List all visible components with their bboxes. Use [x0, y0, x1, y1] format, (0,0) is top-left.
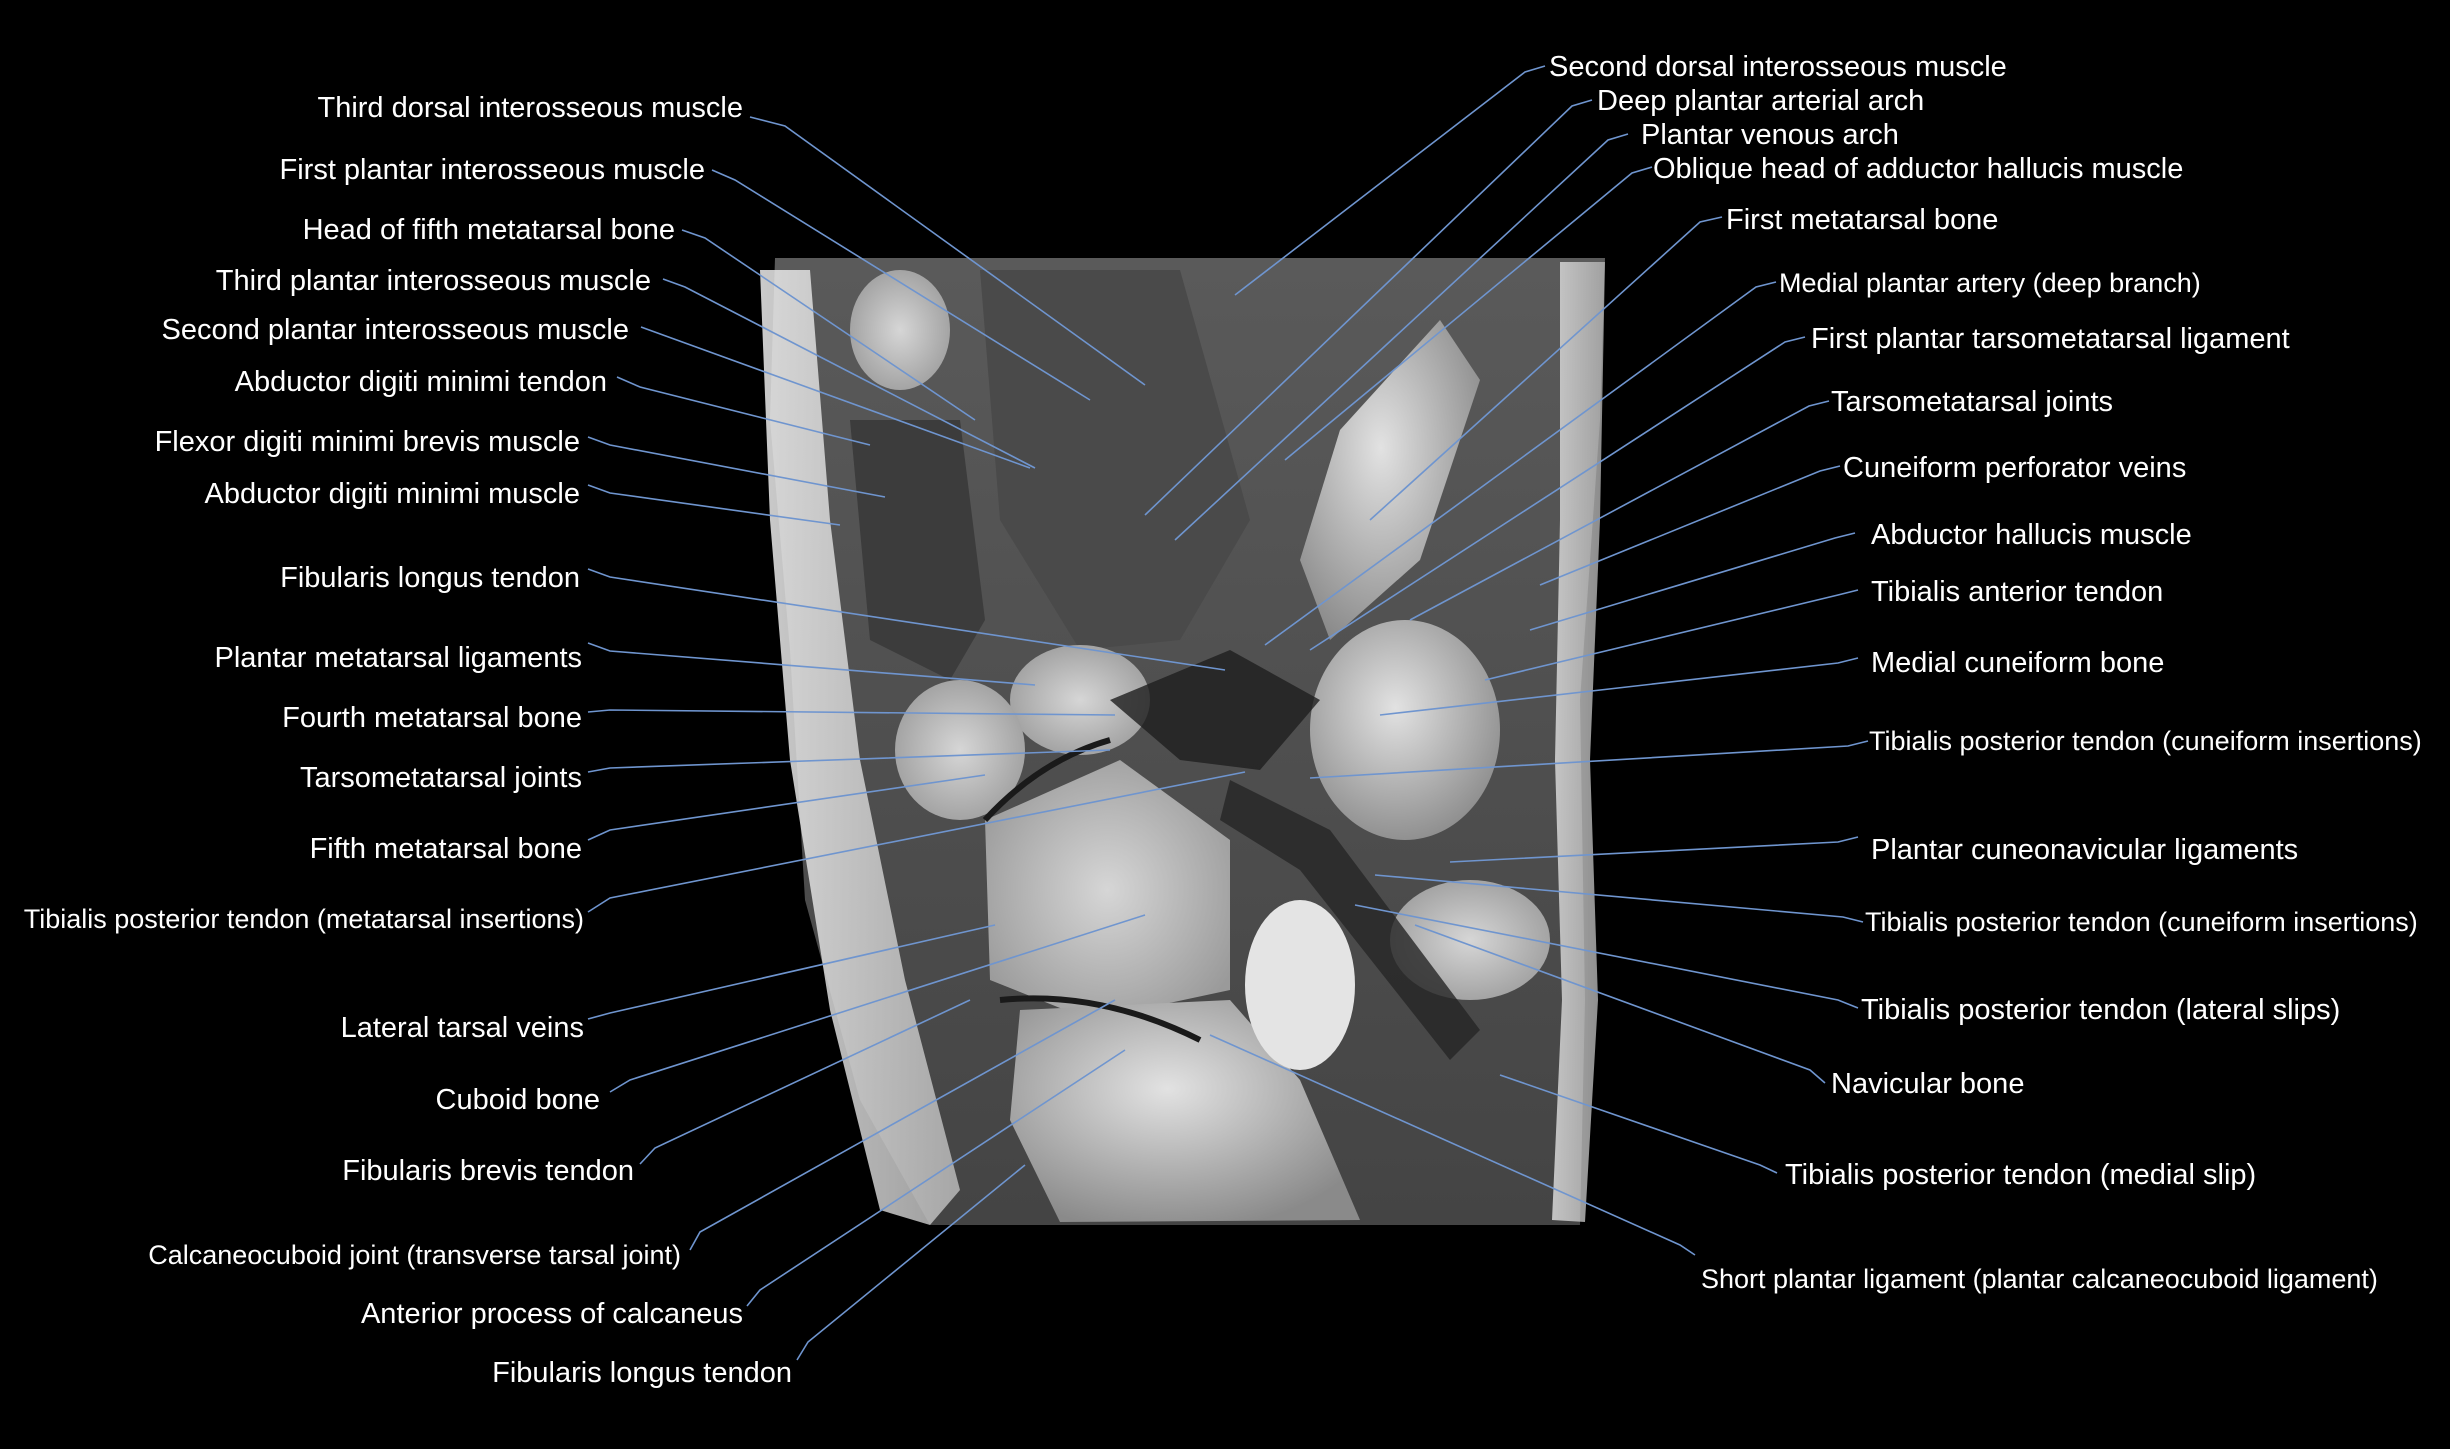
leader-line	[587, 484, 841, 526]
right-labels: Second dorsal interosseous muscle Deep p…	[1549, 51, 2422, 1294]
label-first-plantar-interosseous-muscle: First plantar interosseous muscle	[280, 154, 706, 186]
leader-line	[1354, 904, 1859, 1009]
leader-line	[681, 229, 976, 421]
leader-line	[662, 278, 1036, 469]
leader-line	[1369, 216, 1723, 521]
label-tarsometatarsal-joints-right: Tarsometatarsal joints	[1831, 386, 2113, 418]
leader-line	[1309, 740, 1869, 779]
lateral-fat-band	[760, 270, 960, 1225]
label-tibialis-posterior-tendon-medial-slip: Tibialis posterior tendon (medial slip)	[1785, 1159, 2256, 1191]
leader-line	[1284, 166, 1653, 461]
label-tibialis-posterior-tendon-cuneiform-insertions-2: Tibialis posterior tendon (cuneiform ins…	[1865, 907, 2418, 937]
leader-line	[689, 999, 1116, 1251]
leader-line	[1309, 336, 1806, 651]
leader-line	[1174, 133, 1629, 541]
mri-image	[760, 258, 1605, 1225]
leader-line	[616, 376, 871, 446]
leader-lines	[587, 65, 1869, 1361]
label-plantar-cuneonavicular-ligaments: Plantar cuneonavicular ligaments	[1871, 834, 2298, 866]
label-second-dorsal-interosseous-muscle: Second dorsal interosseous muscle	[1549, 51, 2007, 83]
leader-line	[1264, 281, 1777, 646]
label-fifth-metatarsal-bone: Fifth metatarsal bone	[310, 833, 582, 865]
joint-line-2	[982, 737, 1111, 823]
leader-line	[587, 924, 996, 1020]
label-cuneiform-perforator-veins: Cuneiform perforator veins	[1843, 452, 2186, 484]
label-lateral-tarsal-veins: Lateral tarsal veins	[341, 1012, 584, 1044]
leader-line	[1234, 65, 1546, 296]
fifth-metatarsal-head	[850, 270, 950, 390]
label-tibialis-posterior-tendon-lateral-slips: Tibialis posterior tendon (lateral slips…	[1861, 994, 2340, 1026]
medial-cuneiform	[1310, 620, 1500, 840]
leader-line	[587, 568, 1226, 671]
label-medial-cuneiform-bone: Medial cuneiform bone	[1871, 647, 2164, 679]
leader-line	[1409, 400, 1830, 621]
leader-line	[1374, 874, 1864, 923]
leader-line	[1379, 657, 1859, 716]
label-abductor-digiti-minimi-tendon: Abductor digiti minimi tendon	[235, 366, 607, 398]
fourth-metatarsal-base	[1010, 645, 1150, 755]
fifth-metatarsal-base	[895, 680, 1025, 820]
medial-fat-band	[1552, 262, 1605, 1222]
label-first-metatarsal-bone: First metatarsal bone	[1726, 204, 1998, 236]
leader-line	[749, 116, 1146, 386]
leader-line	[587, 436, 886, 498]
plantar-tendons	[1110, 650, 1320, 770]
label-head-of-fifth-metatarsal-bone: Head of fifth metatarsal bone	[303, 214, 675, 246]
label-first-plantar-tarsometatarsal-ligament: First plantar tarsometatarsal ligament	[1811, 323, 2290, 355]
leader-line	[1539, 465, 1841, 586]
leader-line	[1414, 924, 1826, 1084]
cuboid	[985, 760, 1230, 1020]
label-fibularis-longus-tendon-2: Fibularis longus tendon	[492, 1357, 792, 1389]
label-deep-plantar-arterial-arch: Deep plantar arterial arch	[1597, 85, 1924, 117]
leader-line	[640, 326, 1031, 469]
label-cuboid-bone: Cuboid bone	[436, 1084, 600, 1116]
leader-line	[609, 914, 1146, 1093]
label-third-dorsal-interosseous-muscle: Third dorsal interosseous muscle	[317, 92, 743, 124]
label-navicular-bone: Navicular bone	[1831, 1068, 2024, 1100]
leader-line	[1529, 532, 1856, 631]
leader-line	[639, 999, 971, 1165]
leader-line	[587, 642, 1036, 686]
tibialis-posterior-band	[1220, 780, 1480, 1060]
label-short-plantar-ligament: Short plantar ligament (plantar calcaneo…	[1701, 1264, 2378, 1294]
leader-line	[746, 1049, 1126, 1307]
label-tarsometatarsal-joints: Tarsometatarsal joints	[300, 762, 582, 794]
label-flexor-digiti-minimi-brevis-muscle: Flexor digiti minimi brevis muscle	[155, 426, 580, 458]
label-third-plantar-interosseous-muscle: Third plantar interosseous muscle	[216, 265, 651, 297]
label-calcaneocuboid-joint: Calcaneocuboid joint (transverse tarsal …	[148, 1240, 681, 1270]
label-plantar-metatarsal-ligaments: Plantar metatarsal ligaments	[215, 642, 583, 674]
talus-head	[1245, 900, 1355, 1070]
label-fibularis-longus-tendon: Fibularis longus tendon	[280, 562, 580, 594]
left-labels: Third dorsal interosseous muscle First p…	[24, 92, 792, 1389]
interosseous-muscles	[980, 270, 1250, 650]
leader-line	[796, 1164, 1026, 1361]
leader-line	[1144, 99, 1593, 516]
label-second-plantar-interosseous-muscle: Second plantar interosseous muscle	[162, 314, 629, 346]
label-tibialis-anterior-tendon: Tibialis anterior tendon	[1871, 576, 2163, 608]
label-medial-plantar-artery-deep-branch: Medial plantar artery (deep branch)	[1779, 268, 2201, 298]
label-fibularis-brevis-tendon: Fibularis brevis tendon	[342, 1155, 634, 1187]
label-fourth-metatarsal-bone: Fourth metatarsal bone	[282, 702, 582, 734]
label-anterior-process-of-calcaneus: Anterior process of calcaneus	[361, 1298, 743, 1330]
leader-line	[1209, 1034, 1696, 1256]
label-oblique-head-of-adductor-hallucis-muscle: Oblique head of adductor hallucis muscle	[1653, 153, 2183, 185]
leader-line	[1449, 836, 1859, 863]
label-abductor-digiti-minimi-muscle: Abductor digiti minimi muscle	[204, 478, 580, 510]
label-plantar-venous-arch: Plantar venous arch	[1641, 119, 1899, 151]
leader-line	[711, 169, 1091, 401]
label-abductor-hallucis-muscle: Abductor hallucis muscle	[1871, 519, 2192, 551]
label-tibialis-posterior-tendon-metatarsal-insertions: Tibialis posterior tendon (metatarsal in…	[24, 904, 584, 934]
lateral-muscle-mass	[850, 420, 985, 680]
leader-line	[587, 774, 986, 841]
label-tibialis-posterior-tendon-cuneiform-insertions: Tibialis posterior tendon (cuneiform ins…	[1869, 726, 2422, 756]
leader-line	[587, 749, 1111, 773]
leader-line	[587, 709, 1116, 716]
joint-line	[999, 995, 1202, 1043]
leader-line	[1499, 1074, 1778, 1174]
first-metatarsal	[1300, 320, 1480, 640]
leader-line	[587, 771, 1246, 913]
leader-line	[1484, 589, 1859, 681]
